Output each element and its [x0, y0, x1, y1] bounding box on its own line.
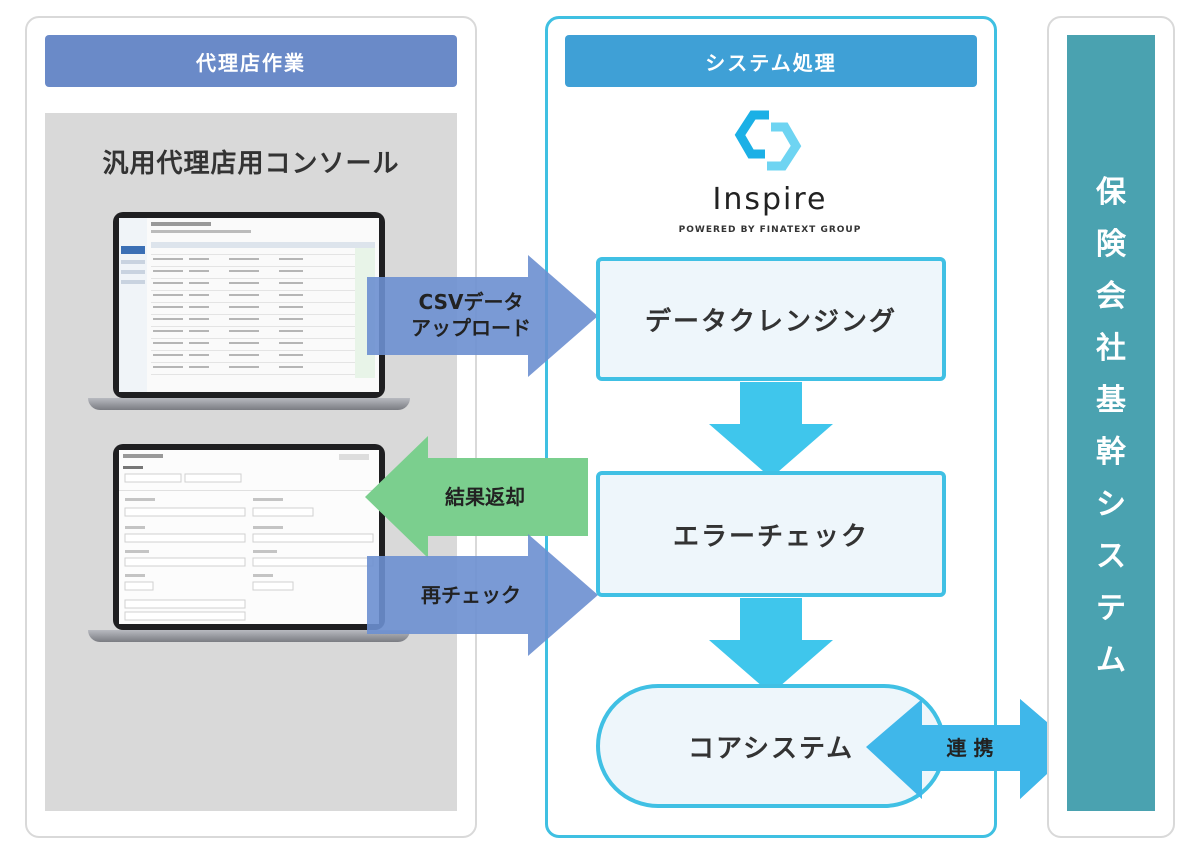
link-label: 連 携: [946, 736, 994, 760]
insurer-char-4: 基: [1096, 383, 1126, 418]
upload-arrow: [367, 255, 598, 377]
insurer-char-6: シ: [1096, 487, 1126, 522]
agency-header: 代理店作業: [45, 35, 457, 87]
insurer-char-2: 会: [1096, 279, 1126, 314]
insurer-char-7: ス: [1096, 539, 1126, 574]
step-data-cleansing: データクレンジング: [596, 257, 946, 381]
insurer-core-system: 保 険 会 社 基 幹 シ ス テ ム: [1067, 35, 1155, 811]
link-arrow-overlay: [866, 699, 1076, 799]
insurer-char-9: ム: [1096, 643, 1126, 678]
core-system-label: コアシステム: [688, 733, 855, 764]
down-arrow-1: [709, 382, 833, 478]
step-error-check: エラーチェック: [596, 471, 946, 597]
console-title: 汎用代理店用コンソール: [102, 149, 400, 179]
brand-tagline: POWERED BY FINATEXT GROUP: [678, 225, 862, 235]
upload-label-line1: CSVデータ: [418, 290, 524, 314]
result-label: 結果返却: [445, 485, 525, 509]
upload-label-line2: アップロード: [411, 316, 531, 340]
insurer-char-1: 険: [1096, 227, 1126, 262]
insurer-char-0: 保: [1096, 175, 1126, 210]
upload-label: CSVデータ アップロード: [386, 289, 556, 341]
brand-name: Inspire: [712, 182, 828, 217]
insurer-char-8: テ: [1096, 591, 1126, 626]
insurer-char-5: 幹: [1096, 435, 1126, 470]
result-arrow: [365, 436, 588, 558]
recheck-label: 再チェック: [421, 583, 521, 607]
down-arrow-2: [709, 598, 833, 694]
inspire-logo-icon: [731, 108, 805, 174]
system-header: システム処理: [565, 35, 977, 87]
laptop-list-view: [88, 212, 410, 412]
recheck-arrow: [367, 534, 598, 656]
insurer-char-3: 社: [1096, 331, 1126, 366]
laptop-form-view: [88, 444, 410, 644]
